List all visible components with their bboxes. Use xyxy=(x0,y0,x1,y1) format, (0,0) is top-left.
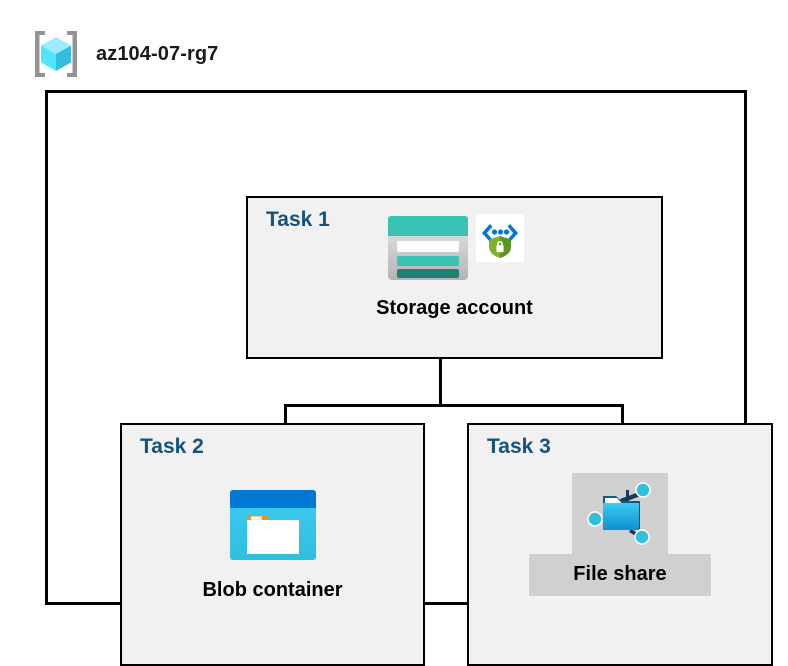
file-share-icon xyxy=(586,481,654,552)
blob-container-caption: Blob container xyxy=(202,579,343,601)
task-2-label: Task 2 xyxy=(140,435,204,458)
storage-security-shield-icon xyxy=(475,214,524,267)
azure-resource-group-icon xyxy=(30,28,82,80)
node-blob-container[interactable]: Blob container xyxy=(122,488,423,601)
connector-storage-to-children-trunk xyxy=(439,359,442,406)
file-share-caption: File share xyxy=(573,563,667,585)
connector-crossbar xyxy=(284,404,624,407)
task-box-2[interactable]: Task 2 xyxy=(120,423,425,666)
resource-group-name: az104-07-rg7 xyxy=(96,42,219,65)
resource-group-boundary: Task 1 xyxy=(45,90,773,666)
node-file-share[interactable]: File share xyxy=(469,473,771,596)
file-share-caption-highlight: File share xyxy=(529,554,711,596)
storage-account-caption: Storage account xyxy=(376,297,533,319)
storage-account-icon-group xyxy=(386,214,524,287)
task-box-1[interactable]: Task 1 xyxy=(246,196,663,359)
task-1-label: Task 1 xyxy=(266,208,330,231)
file-share-icon-highlight xyxy=(572,473,668,558)
resource-group-header: az104-07-rg7 xyxy=(30,28,218,80)
node-storage-account[interactable]: Storage account xyxy=(248,214,661,319)
task-3-label: Task 3 xyxy=(487,435,551,458)
blob-container-icon xyxy=(228,488,318,567)
storage-account-icon xyxy=(386,214,470,287)
task-box-3[interactable]: Task 3 xyxy=(467,423,773,666)
